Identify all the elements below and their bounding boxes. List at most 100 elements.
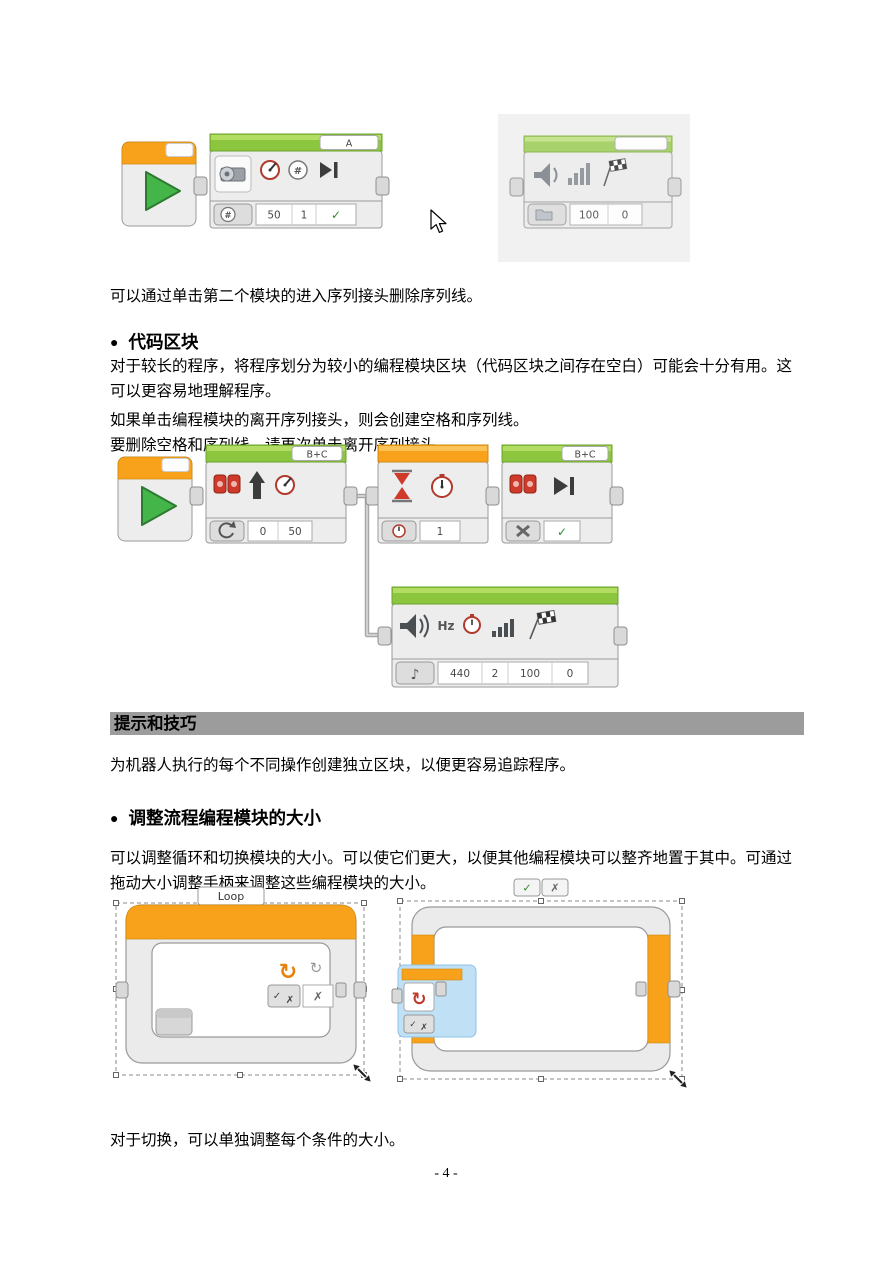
start-block <box>121 141 208 227</box>
value-strip: 100 0 <box>569 203 643 226</box>
connector-plug <box>391 988 403 1004</box>
exit-value-box: ✗ <box>302 984 334 1008</box>
figure-loop-resize-canvas: Loop ↻ ↻ ✓ ✗ ✗ ✓ <box>113 878 688 1089</box>
figure-code-blocks: B+C 0 50 <box>110 437 630 700</box>
value-strip: ✓ <box>543 520 581 542</box>
heading-code-blocks: ● 代码区块 <box>110 329 198 354</box>
icon-frame <box>403 982 435 1012</box>
motor-block: A # # 50 1 ✓ <box>209 133 390 229</box>
motors-icon <box>509 474 537 494</box>
port-label <box>291 446 343 461</box>
hz-label: Hz <box>437 619 454 633</box>
x-value: ✗ <box>313 990 323 1004</box>
loop-block: Loop ↻ ↻ ✓ ✗ ✗ <box>113 886 372 1083</box>
play-to-end-icon <box>554 477 574 495</box>
x-icon <box>516 524 530 538</box>
loop-block-resizing: ✓ ✗ ↻ ✓ ✗ <box>391 878 688 1089</box>
connector-plug <box>613 626 628 646</box>
paragraph-switch-note: 对于切换，可以单独调整每个条件的大小。 <box>110 1131 405 1149</box>
port-label <box>319 135 379 150</box>
svg-text:#: # <box>294 166 302 177</box>
figure-sequence-blocks-canvas: A # # 50 1 ✓ <box>121 114 690 262</box>
rotate-arrow-icon <box>218 522 234 539</box>
brake-check-value: ✓ <box>331 208 341 222</box>
start-block <box>117 456 204 542</box>
bullet-icon: ● <box>110 335 119 351</box>
connector-plug <box>609 486 624 506</box>
loop-header <box>125 904 357 940</box>
motors-icon <box>213 474 241 494</box>
brake-check-value: ✓ <box>557 525 567 539</box>
paragraph-delete-wire: 可以通过单击第二个模块的进入序列接头删除序列线。 <box>110 287 483 305</box>
bullet-icon: ● <box>110 811 119 827</box>
value-strip: 440 2 100 0 <box>437 661 589 685</box>
value-strip: 50 1 ✓ <box>255 203 357 226</box>
connector-plug <box>193 176 208 196</box>
heading-code-blocks-label: 代码区块 <box>128 331 199 352</box>
play-icon <box>141 486 177 526</box>
page-number: - 4 - <box>434 1166 458 1181</box>
start-block-tab <box>165 143 194 157</box>
loop-name-text: Loop <box>218 890 244 903</box>
speedometer-icon <box>275 475 295 495</box>
mouse-cursor <box>430 209 447 233</box>
mode-button <box>381 520 417 542</box>
finish-flag-icon <box>603 158 628 187</box>
confirm-button: ✓ <box>513 878 541 897</box>
resize-cursor-icon <box>668 1069 688 1089</box>
rotations-icon: # <box>288 160 308 180</box>
heading-resize-blocks: ●调整流程编程模块的大小 <box>110 805 321 830</box>
play-type-value: 0 <box>567 668 574 680</box>
paragraph-code-blocks-2: 如果单击编程模块的离开序列接头，则会创建空格和序列线。 <box>110 411 529 429</box>
figure-code-blocks-canvas: B+C 0 50 <box>117 444 628 688</box>
direction-arrow-icon <box>249 471 265 499</box>
mode-button: ✓ ✗ <box>267 984 301 1008</box>
speedometer-icon <box>260 160 280 180</box>
figure-sequence-blocks: A # # 50 1 ✓ <box>110 112 690 269</box>
connector-plug <box>485 486 500 506</box>
volume-value: 100 <box>579 210 599 222</box>
mode-button <box>505 520 541 542</box>
stopwatch-icon <box>431 474 453 498</box>
mode-button <box>527 203 567 226</box>
block-header <box>401 968 463 981</box>
loop-interrupt-block-selected: ↻ ✓ ✗ <box>391 964 477 1038</box>
power-value: 50 <box>288 526 301 538</box>
rotations-value: 1 <box>301 210 308 222</box>
port-label <box>614 136 668 151</box>
connector-plug <box>115 981 129 999</box>
cross-icon: ✗ <box>420 1023 428 1033</box>
value-strip: 1 <box>419 520 461 542</box>
paragraph-code-blocks-1: 对于较长的程序，将程序划分为较小的编程模块区块（代码区块之间存在空白）可能会十分… <box>110 357 793 400</box>
connector-plug <box>365 486 380 506</box>
volume-value: 100 <box>520 668 540 680</box>
sound-block: 100 0 <box>509 135 682 229</box>
loop-arrow-icon-small: ↻ <box>310 959 323 977</box>
block-header-highlight <box>211 135 381 140</box>
volume-bars-icon <box>568 163 590 185</box>
duration-value: 2 <box>492 668 499 680</box>
svg-text:#: # <box>224 211 231 221</box>
sequence-wire <box>354 493 384 638</box>
note-icon: ♪ <box>411 667 420 683</box>
connector-plug <box>667 980 681 998</box>
speaker-icon <box>534 163 558 187</box>
loop-arrow-icon: ↻ <box>279 960 297 985</box>
connector-plug <box>375 176 390 196</box>
paragraph-tip: 为机器人执行的每个不同操作创建独立区块，以便更容易追踪程序。 <box>110 756 576 774</box>
cross-icon: ✗ <box>550 882 559 895</box>
svg-text:B+C: B+C <box>574 450 595 461</box>
stopwatch-icon <box>463 614 481 634</box>
figure-loop-resize: Loop ↻ ↻ ✓ ✗ ✗ ✓ <box>110 877 690 1097</box>
mode-button: ✓ ✗ <box>403 1014 435 1034</box>
connector-plug <box>635 981 647 997</box>
play-to-end-icon <box>320 162 338 178</box>
cancel-button: ✗ <box>541 878 569 897</box>
mode-button: ♪ <box>395 661 435 685</box>
connector-plug <box>377 626 392 646</box>
speed-value: 50 <box>267 210 280 222</box>
check-icon: ✓ <box>522 882 531 895</box>
speaker-icon <box>400 614 429 638</box>
port-label <box>561 446 609 461</box>
move-steering-block-2: B+C ✓ <box>501 444 624 544</box>
